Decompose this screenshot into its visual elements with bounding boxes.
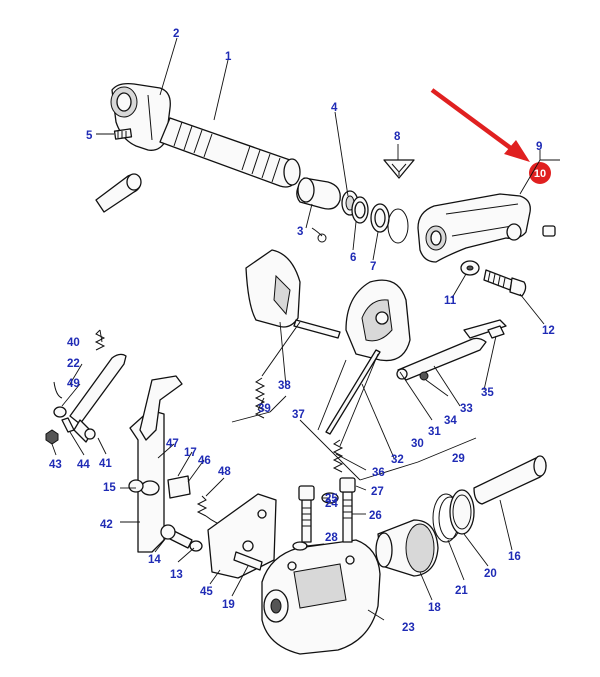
callout-26: 26 — [369, 510, 382, 522]
callout-47: 47 — [166, 438, 179, 450]
plate-part-17 — [167, 475, 191, 499]
bolt-part-26 — [339, 477, 356, 543]
callout-16: 16 — [508, 551, 521, 563]
callout-8: 8 — [394, 131, 401, 143]
bolt-part-12 — [483, 269, 527, 297]
washer-part-7 — [370, 203, 390, 233]
callout-38: 38 — [278, 380, 291, 392]
callout-40: 40 — [67, 337, 80, 349]
callout-5: 5 — [86, 130, 93, 142]
callout-28: 28 — [325, 532, 338, 544]
highlight-arrow — [430, 88, 530, 162]
callout-1: 1 — [225, 51, 232, 63]
callout-9: 9 — [536, 141, 542, 153]
callout-22: 22 — [67, 358, 80, 370]
callout-14: 14 — [148, 554, 161, 566]
shaft-part-1 — [159, 117, 301, 188]
bolt-part-44 — [61, 417, 75, 433]
bolt-part-14 — [160, 524, 193, 549]
callout-34: 34 — [444, 415, 457, 427]
bushing-part-3 — [296, 177, 341, 243]
callout-31: 31 — [428, 426, 441, 438]
callout-32: 32 — [391, 454, 404, 466]
callout-42: 42 — [100, 519, 113, 531]
callout-29: 29 — [452, 453, 465, 465]
callout-24: 24 — [325, 498, 338, 510]
clip-part-22 — [53, 381, 63, 399]
callout-48: 48 — [218, 466, 231, 478]
callout-39: 39 — [258, 403, 271, 415]
bracket-left-plate — [245, 249, 301, 328]
rod-upper — [293, 319, 341, 339]
callout-36: 36 — [372, 467, 385, 479]
callout-44: 44 — [77, 459, 90, 471]
callout-17: 17 — [184, 447, 197, 459]
callout-27: 27 — [371, 486, 384, 498]
callout-11: 11 — [444, 295, 457, 307]
pin-part-16 — [473, 455, 547, 505]
spring-part-40 — [94, 329, 106, 351]
callout-37: 37 — [292, 409, 305, 421]
callout-35: 35 — [481, 387, 494, 399]
o-ring-part-8 — [383, 159, 415, 244]
bolt-part-19 — [233, 551, 263, 571]
bolt-part-35 — [487, 325, 505, 339]
bracket-29 — [299, 419, 477, 481]
washer-part-28 — [292, 541, 308, 551]
lever-part-41 — [69, 353, 127, 443]
washer-part-6 — [351, 196, 369, 224]
svg-text:10: 10 — [534, 168, 546, 180]
pin-part-10 — [542, 225, 556, 237]
callout-4: 4 — [331, 102, 338, 114]
callout-25: 25 — [325, 493, 338, 505]
callout-2: 2 — [173, 28, 179, 40]
callout-30: 30 — [411, 438, 424, 450]
pin-left — [95, 173, 142, 213]
ring-part-20 — [449, 489, 475, 535]
highlight-badge: 10 — [529, 162, 551, 184]
callout-18: 18 — [428, 602, 441, 614]
rod-part-30-32 — [325, 349, 381, 473]
callout-41: 41 — [99, 458, 112, 470]
piston-part-18 — [375, 519, 439, 577]
callout-21: 21 — [455, 585, 468, 597]
washer-part-11 — [460, 260, 480, 276]
bolt-part-5 — [113, 128, 133, 140]
nut-part-43 — [45, 429, 59, 445]
lever-part-42 — [129, 375, 183, 553]
callout-12: 12 — [542, 325, 555, 337]
callout-6: 6 — [350, 252, 356, 264]
callout-43: 43 — [49, 459, 62, 471]
callout-20: 20 — [484, 568, 497, 580]
spacer-part-15 — [128, 479, 160, 496]
callout-46: 46 — [198, 455, 211, 467]
lift-arm-right-part-9 — [417, 193, 531, 263]
callout-23: 23 — [402, 622, 415, 634]
housing-part-23 — [261, 539, 381, 655]
bolt-part-24 — [298, 485, 315, 543]
leader-lines — [51, 37, 560, 621]
bracket-part-45 — [207, 493, 277, 579]
callout-labels: 1 2 3 4 5 6 7 8 9 11 12 13 14 15 16 17 1… — [49, 28, 555, 634]
callout-7: 7 — [370, 261, 376, 273]
callout-3: 3 — [297, 226, 303, 238]
lever-part-33 — [396, 319, 507, 381]
callout-15: 15 — [103, 482, 116, 494]
quadrant-plate — [345, 279, 411, 362]
callout-13: 13 — [170, 569, 183, 581]
callout-49: 49 — [67, 378, 80, 390]
callout-33: 33 — [460, 403, 473, 415]
callout-19: 19 — [222, 599, 235, 611]
callout-45: 45 — [200, 586, 213, 598]
nut-part-34 — [419, 371, 429, 381]
washer-part-49 — [53, 406, 67, 418]
spring-part-39 — [254, 321, 301, 419]
